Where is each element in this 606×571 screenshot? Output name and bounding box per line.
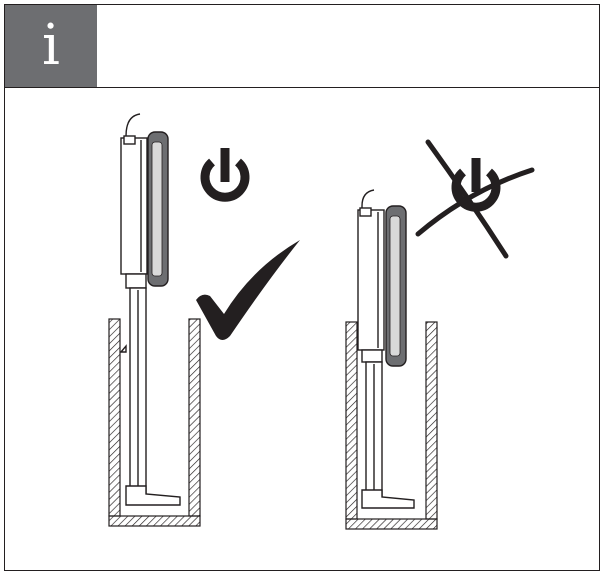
left-display-stand — [119, 113, 181, 506]
right-screen — [385, 205, 407, 367]
cross-out-icon — [415, 139, 535, 259]
info-letter: i — [42, 13, 60, 78]
incorrect-state-illustration — [345, 139, 535, 530]
correct-state-illustration — [108, 113, 300, 527]
right-pit — [345, 321, 438, 530]
power-icon — [200, 148, 250, 202]
info-icon: i — [5, 5, 97, 87]
left-pit — [108, 318, 201, 527]
left-screen — [147, 131, 169, 287]
info-header: i — [4, 4, 600, 88]
checkmark-icon — [196, 240, 300, 340]
right-display-stand — [357, 189, 415, 509]
